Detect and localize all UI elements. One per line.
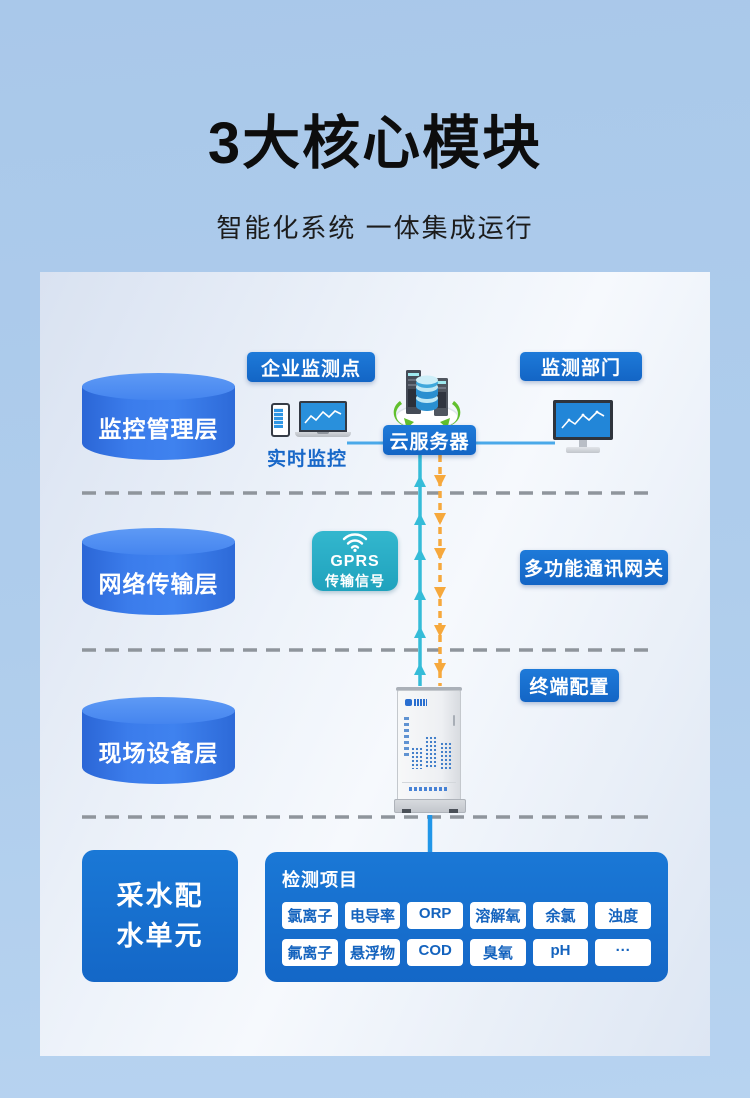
cabinet-body [397, 690, 461, 802]
page-title: 3大核心模块 [207, 111, 543, 176]
cylinder-top [82, 528, 235, 555]
gprs-box: GPRS 传输信号 [312, 531, 398, 591]
laptop-screen [299, 401, 347, 432]
cylinder-top [82, 373, 235, 400]
cabinet-device-icon [394, 687, 466, 815]
detection-item: 余氯 [532, 902, 589, 929]
gprs-title: GPRS [330, 552, 380, 570]
monitor-icon [553, 400, 613, 454]
cylinder-body: 现场设备层 [82, 710, 235, 784]
detection-item: ··· [595, 939, 651, 966]
connector-lines-layer [82, 441, 652, 852]
page-subtitle: 智能化系统 一体集成运行 [216, 213, 534, 243]
wifi-icon [342, 532, 368, 552]
cabinet-divider [402, 782, 456, 783]
department-tag: 监测部门 [520, 352, 642, 381]
laptop-icon [295, 401, 351, 437]
realtime-devices [271, 401, 351, 437]
detection-item: 氟离子 [282, 939, 338, 966]
detection-item: ORP [407, 902, 463, 929]
detection-item: 浊度 [595, 902, 651, 929]
terminal-config-label: 终端配置 [529, 677, 610, 698]
cabinet-foot [449, 809, 458, 813]
gateway-label: 多功能通讯网关 [523, 559, 664, 580]
terminal-config-tag: 终端配置 [520, 669, 619, 702]
detection-item: 氯离子 [282, 902, 338, 929]
header: 3大核心模块 智能化系统 一体集成运行 [0, 96, 750, 245]
detection-row-2: 氟离子 悬浮物 COD 臭氧 pH ··· [282, 939, 651, 966]
cabinet-handle [453, 715, 455, 726]
cabinet-top [396, 687, 462, 691]
cylinder-top [82, 697, 235, 724]
detection-row-1: 氯离子 电导率 ORP 溶解氧 余氯 浊度 [282, 902, 651, 929]
detection-title: 检测项目 [282, 870, 358, 890]
cabinet-bottom-logo [409, 787, 449, 791]
cylinder-field-layer: 现场设备层 [82, 697, 235, 786]
detection-item: 悬浮物 [344, 939, 401, 966]
laptop-notch [317, 432, 329, 434]
download-arrows [434, 475, 446, 675]
gprs-subtitle: 传输信号 [325, 572, 385, 589]
detection-panel: 检测项目 氯离子 电导率 ORP 溶解氧 余氯 浊度 氟离子 悬浮物 COD 臭… [265, 852, 668, 982]
cloud-server-icon [393, 370, 461, 430]
water-unit-box: 采水配 水单元 [82, 850, 238, 982]
network-layer-label: 网络传输层 [98, 571, 219, 597]
water-unit-line2: 水单元 [116, 921, 204, 951]
detection-item: 臭氧 [470, 939, 526, 966]
monitoring-layer-label: 监控管理层 [98, 416, 219, 442]
detection-item: pH [532, 939, 589, 966]
field-layer-label: 现场设备层 [98, 740, 219, 766]
cloud-server-label: 云服务器 [389, 431, 470, 453]
laptop-base [295, 432, 351, 437]
cabinet-logo [405, 699, 429, 706]
department-label: 监测部门 [540, 358, 621, 379]
monitor-base [566, 447, 600, 453]
monitor-screen [553, 400, 613, 440]
enterprise-point-label: 企业监测点 [260, 358, 361, 380]
gateway-tag: 多功能通讯网关 [520, 550, 668, 585]
detection-item: 电导率 [344, 902, 401, 929]
detection-item: COD [407, 939, 463, 966]
phone-icon [271, 403, 290, 437]
cylinder-network-layer: 网络传输层 [82, 528, 235, 617]
cylinder-monitoring-layer: 监控管理层 [82, 373, 235, 462]
cabinet-foot [402, 809, 411, 813]
database-icon [416, 375, 438, 411]
water-unit-line1: 采水配 [116, 880, 204, 911]
realtime-monitor-label: 实时监控 [266, 449, 347, 470]
upload-arrows [414, 475, 426, 675]
cabinet-side-text [404, 717, 409, 759]
cabinet-base [394, 799, 466, 813]
cabinet-dot-pattern [411, 735, 453, 769]
detection-item: 溶解氧 [470, 902, 526, 929]
monitor-neck [579, 440, 587, 447]
enterprise-point-tag: 企业监测点 [247, 352, 375, 382]
diagram-panel: 监控管理层 企业监测点 实时监控 [40, 272, 710, 1056]
cloud-server-tag: 云服务器 [383, 425, 476, 455]
phone-screen [274, 408, 283, 428]
